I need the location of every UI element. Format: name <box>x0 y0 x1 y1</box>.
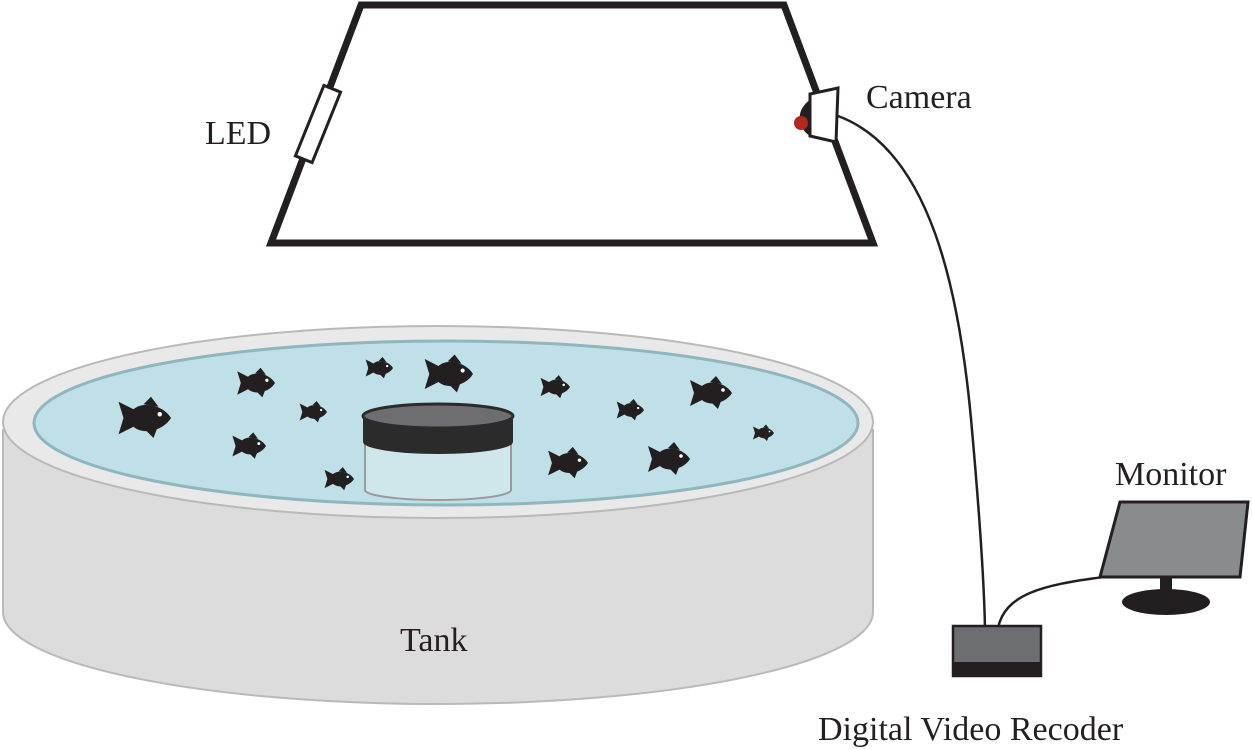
fish-icon <box>365 356 393 379</box>
fish-icon <box>237 367 275 398</box>
camera-cable <box>837 114 987 629</box>
central-cylinder <box>361 402 515 501</box>
fish-icon <box>690 376 732 409</box>
light-panel-frame <box>265 1 879 247</box>
camera-label: Camera <box>866 79 972 116</box>
led-label: LED <box>205 115 271 152</box>
fish-icon <box>548 446 588 479</box>
monitor-label: Monitor <box>1115 456 1227 493</box>
led-icon <box>293 83 343 165</box>
tank-label: Tank <box>400 622 468 659</box>
recorder-label: Digital Video Recoder <box>818 711 1124 748</box>
fish-icon <box>299 400 327 423</box>
recorder-icon <box>951 624 1043 678</box>
fish-icon <box>648 442 690 475</box>
fish-icon <box>616 398 644 421</box>
camera-icon <box>794 86 840 144</box>
monitor-icon <box>1098 500 1250 615</box>
fish-icon <box>324 467 354 491</box>
fish-icon <box>540 375 570 399</box>
fish-group <box>118 354 774 491</box>
monitor-cable <box>996 575 1105 629</box>
fish-icon <box>753 424 774 441</box>
fish-icon <box>424 354 473 393</box>
fish-icon <box>118 396 171 438</box>
fish-icon <box>232 432 266 459</box>
